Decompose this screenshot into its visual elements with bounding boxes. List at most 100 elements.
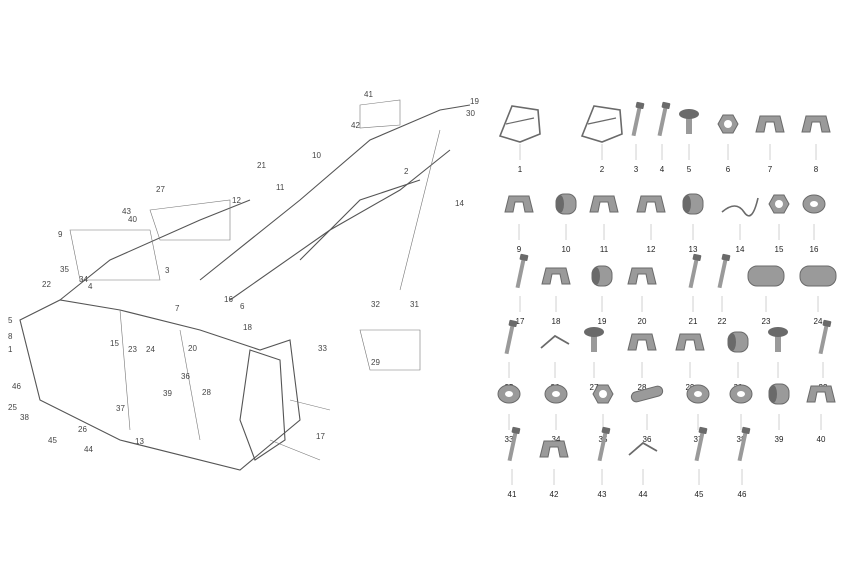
callout-39: 39 <box>163 389 172 398</box>
part-25[interactable]: 25 <box>504 319 518 392</box>
callout-7: 7 <box>175 304 180 313</box>
part-23[interactable]: 23 <box>747 265 785 326</box>
callout-22: 22 <box>42 280 51 289</box>
callout-1: 1 <box>8 345 13 354</box>
part-15[interactable]: 15 <box>768 194 790 254</box>
bolt-icon <box>688 253 702 289</box>
callout-34: 34 <box>79 275 88 284</box>
part-6[interactable]: 6 <box>717 114 739 174</box>
callout-8: 8 <box>8 332 13 341</box>
part-14[interactable]: 14 <box>721 197 759 254</box>
part-38[interactable]: 38 <box>729 384 753 444</box>
part-36[interactable]: 36 <box>630 385 664 444</box>
bolt-icon <box>694 426 708 462</box>
callout-33: 33 <box>318 344 327 353</box>
callout-21: 21 <box>257 161 266 170</box>
callout-35: 35 <box>60 265 69 274</box>
callout-12: 12 <box>232 196 241 205</box>
callout-9: 9 <box>58 230 63 239</box>
part-number-label: 11 <box>600 245 609 254</box>
part-number-label: 14 <box>736 245 745 254</box>
part-22[interactable]: 22 <box>718 253 731 326</box>
part-number-label: 6 <box>726 165 731 174</box>
flange-bolt-icon <box>768 327 788 352</box>
part-number-label: 41 <box>508 490 517 499</box>
callout-46: 46 <box>12 382 21 391</box>
part-3[interactable]: 3 <box>631 101 645 174</box>
bracket-icon <box>675 333 705 351</box>
part-43[interactable]: 43 <box>597 426 611 499</box>
part-8[interactable]: 8 <box>801 115 831 174</box>
spacer-tube-icon <box>799 265 837 287</box>
part-29[interactable]: 29 <box>675 333 705 392</box>
part-11[interactable]: 11 <box>589 195 619 254</box>
part-number-label: 28 <box>638 383 647 392</box>
part-27[interactable]: 27 <box>584 327 604 392</box>
bolt-icon <box>631 101 645 137</box>
nut-icon <box>592 384 614 404</box>
part-12[interactable]: 12 <box>636 195 666 254</box>
part-9[interactable]: 9 <box>504 195 534 254</box>
part-13[interactable]: 13 <box>682 193 704 254</box>
part-7[interactable]: 7 <box>755 115 785 174</box>
part-37[interactable]: 37 <box>686 384 710 444</box>
bolt-icon <box>504 319 518 355</box>
callout-16: 16 <box>224 295 233 304</box>
part-46[interactable]: 46 <box>737 426 751 499</box>
part-number-label: 19 <box>598 317 607 326</box>
part-45[interactable]: 45 <box>694 426 708 499</box>
callout-28: 28 <box>202 388 211 397</box>
part-42[interactable]: 42 <box>539 440 569 499</box>
washer-icon <box>497 384 521 404</box>
bolt-icon <box>737 426 751 462</box>
washer-icon <box>802 194 826 214</box>
bushing-icon <box>682 193 704 215</box>
part-28[interactable]: 28 <box>627 333 657 392</box>
part-24[interactable]: 24 <box>799 265 837 326</box>
part-5[interactable]: 5 <box>679 109 699 174</box>
part-30[interactable]: 30 <box>727 331 749 392</box>
callout-15: 15 <box>110 339 119 348</box>
part-34[interactable]: 34 <box>544 384 568 444</box>
part-4[interactable]: 4 <box>657 101 671 174</box>
callout-41: 41 <box>364 90 373 99</box>
grommet-icon <box>591 265 613 287</box>
part-10[interactable]: 10 <box>555 193 577 254</box>
part-16[interactable]: 16 <box>802 194 826 254</box>
callout-43: 43 <box>122 207 131 216</box>
part-number-label: 43 <box>598 490 607 499</box>
callout-37: 37 <box>116 404 125 413</box>
part-21[interactable]: 21 <box>688 253 702 326</box>
part-number-label: 24 <box>814 317 823 326</box>
bracket-icon <box>589 195 619 213</box>
callout-29: 29 <box>371 358 380 367</box>
part-33[interactable]: 33 <box>497 384 521 444</box>
part-number-label: 37 <box>694 435 703 444</box>
part-31[interactable]: 31 <box>768 327 788 392</box>
callout-45: 45 <box>48 436 57 445</box>
bushing-icon <box>727 331 749 353</box>
part-40[interactable]: 40 <box>806 385 836 444</box>
part-18[interactable]: 18 <box>541 267 571 326</box>
pin-icon <box>630 385 664 403</box>
bolt-icon <box>597 426 611 462</box>
plate-bracket-icon <box>627 267 657 285</box>
part-number-label: 36 <box>643 435 652 444</box>
part-32[interactable]: 32 <box>819 319 832 392</box>
part-39[interactable]: 39 <box>768 383 790 444</box>
bracket-icon <box>755 115 785 133</box>
part-41[interactable]: 41 <box>508 426 521 499</box>
callout-4: 4 <box>88 282 93 291</box>
part-number-label: 46 <box>738 490 747 499</box>
part-26[interactable]: 26 <box>540 334 570 392</box>
part-1[interactable]: 1 <box>498 105 541 174</box>
part-19[interactable]: 19 <box>591 265 613 326</box>
part-number-label: 17 <box>516 317 525 326</box>
part-20[interactable]: 20 <box>627 267 657 326</box>
part-2[interactable]: 2 <box>580 105 623 174</box>
part-17[interactable]: 17 <box>516 253 529 326</box>
part-44[interactable]: 44 <box>628 441 658 499</box>
plate-bracket-icon <box>504 195 534 213</box>
part-number-label: 4 <box>660 165 665 174</box>
